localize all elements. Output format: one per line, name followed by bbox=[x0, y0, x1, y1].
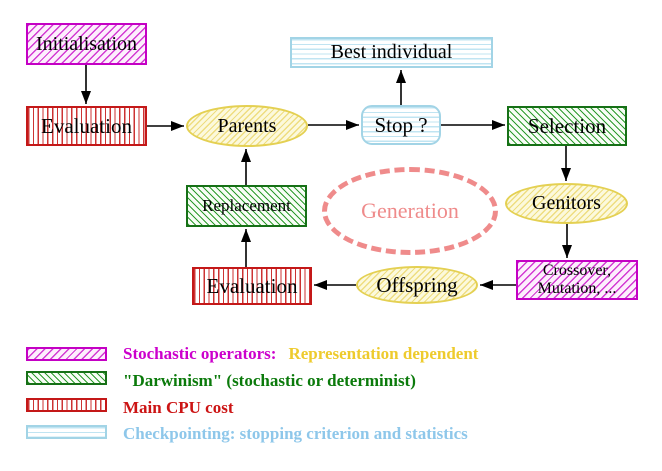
legend-label-checkpointing: Checkpointing: stopping criterion and st… bbox=[123, 424, 468, 443]
node-initialisation: Initialisation bbox=[26, 23, 147, 65]
legend-swatch-checkpointing bbox=[26, 425, 107, 439]
node-replacement-label: Replacement bbox=[202, 196, 291, 216]
legend-label-stochastic-operators: Stochastic operators: bbox=[123, 344, 277, 363]
node-crossover-line1: Crossover, bbox=[542, 261, 612, 279]
node-parents: Parents bbox=[186, 105, 308, 147]
legend-line-main-cpu-cost: Main CPU cost bbox=[123, 398, 233, 418]
legend-line-darwinism: "Darwinism" (stochastic or determinist) bbox=[123, 371, 416, 391]
node-selection-label: Selection bbox=[527, 113, 607, 138]
node-offspring: Offspring bbox=[356, 266, 478, 304]
node-generation-label: Generation bbox=[361, 198, 459, 223]
node-best-individual: Best individual bbox=[290, 37, 493, 68]
node-evaluation-bottom: Evaluation bbox=[192, 267, 312, 305]
node-genitors: Genitors bbox=[505, 183, 628, 224]
legend-swatch-darwinism bbox=[26, 371, 107, 385]
node-evaluation-top-label: Evaluation bbox=[41, 113, 132, 138]
node-parents-label: Parents bbox=[217, 114, 277, 137]
legend-swatch-stochastic-operators bbox=[26, 347, 107, 361]
node-initialisation-label: Initialisation bbox=[35, 32, 138, 55]
node-stop: Stop ? bbox=[361, 105, 441, 145]
node-evaluation-bottom-label: Evaluation bbox=[206, 273, 298, 298]
legend-swatch-main-cpu-cost bbox=[26, 398, 107, 412]
node-evaluation-top: Evaluation bbox=[26, 106, 147, 146]
legend-line-stochastic-operators: Stochastic operators: Representation depe… bbox=[123, 344, 478, 364]
node-crossover-line2: Mutation, ... bbox=[537, 280, 617, 297]
legend-label-main-cpu-cost: Main CPU cost bbox=[123, 398, 234, 417]
node-crossover-mutation: Crossover, Mutation, ... bbox=[516, 260, 638, 300]
node-generation: Generation bbox=[322, 167, 498, 255]
node-stop-label: Stop ? bbox=[374, 112, 428, 137]
legend-label-darwinism: "Darwinism" (stochastic or determinist) bbox=[123, 371, 416, 390]
legend-line-checkpointing: Checkpointing: stopping criterion and st… bbox=[123, 424, 468, 444]
node-selection: Selection bbox=[507, 106, 627, 146]
node-crossover-lines: Crossover, Mutation, ... bbox=[538, 262, 617, 299]
node-replacement: Replacement bbox=[186, 185, 307, 227]
node-offspring-label: Offspring bbox=[376, 272, 458, 297]
node-best-individual-label: Best individual bbox=[330, 41, 453, 63]
legend-label-representation-dependent: Representation dependent bbox=[288, 344, 479, 363]
node-genitors-label: Genitors bbox=[532, 192, 601, 214]
